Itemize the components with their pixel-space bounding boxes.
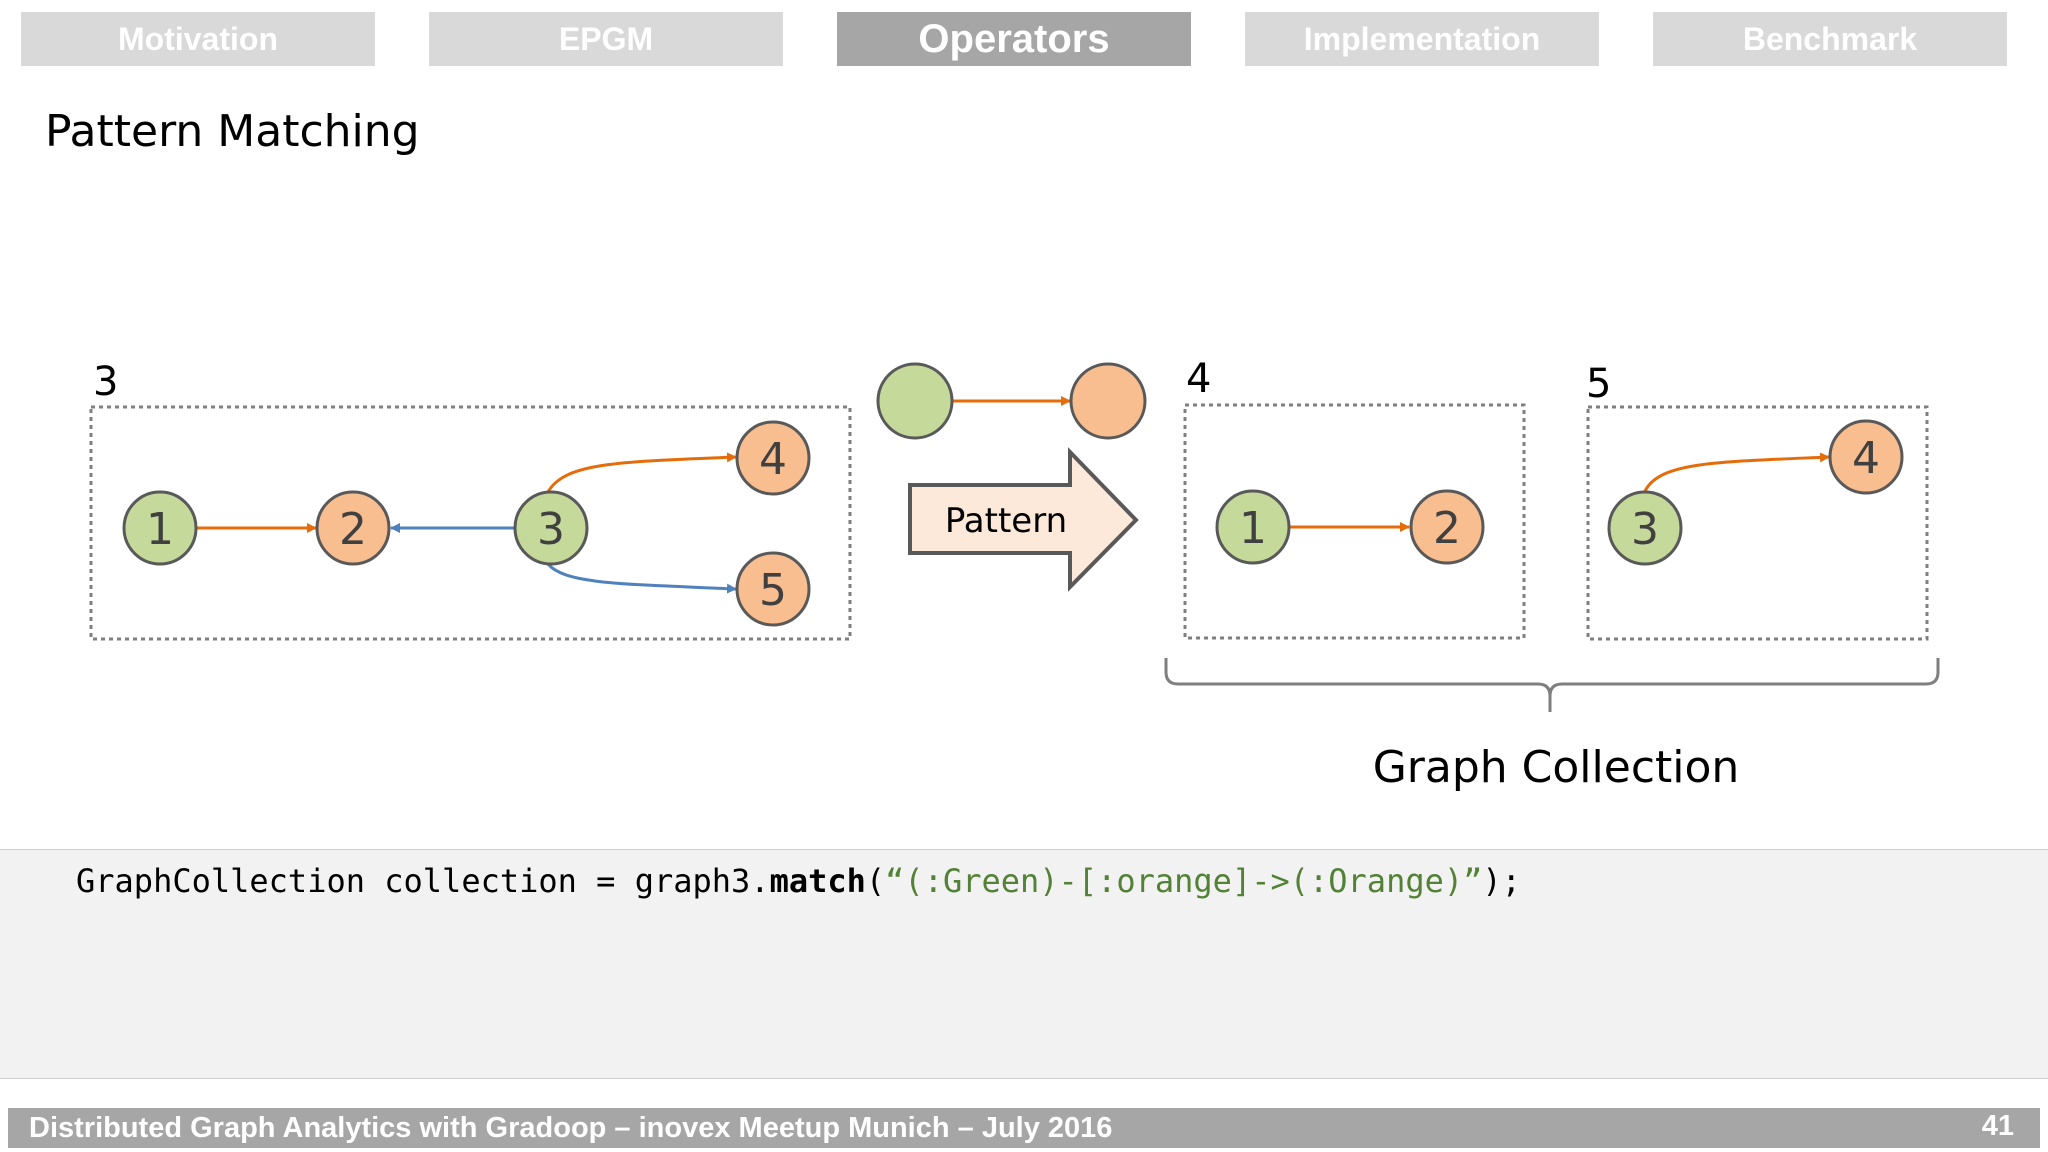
collection-label: Graph Collection bbox=[1373, 742, 1740, 793]
svg-text:3: 3 bbox=[537, 504, 565, 555]
result-5-node-4: 4 bbox=[1828, 419, 1904, 495]
input-graph-id: 3 bbox=[93, 359, 118, 405]
svg-text:1: 1 bbox=[146, 504, 174, 555]
edge-3-4 bbox=[546, 452, 737, 493]
slide-title: Pattern Matching bbox=[45, 106, 420, 157]
code-line: GraphCollection collection = graph3.matc… bbox=[76, 862, 1521, 900]
result-5-node-3: 3 bbox=[1607, 490, 1683, 566]
tab-benchmark[interactable]: Benchmark bbox=[1653, 12, 2007, 66]
page-number: 41 bbox=[1981, 1110, 2014, 1142]
code-panel: GraphCollection collection = graph3.matc… bbox=[0, 849, 2048, 1079]
code-prefix: GraphCollection collection = graph3. bbox=[76, 862, 770, 900]
pattern-arrow bbox=[908, 447, 1139, 592]
svg-text:4: 4 bbox=[759, 434, 787, 485]
svg-text:5: 5 bbox=[759, 565, 787, 616]
pattern-template bbox=[876, 362, 1147, 440]
result-5-edge bbox=[1643, 452, 1830, 492]
tab-motivation[interactable]: Motivation bbox=[21, 12, 375, 66]
pattern-green-node bbox=[876, 362, 954, 440]
code-method: match bbox=[769, 862, 866, 900]
result-4-node-2: 2 bbox=[1409, 489, 1485, 565]
tab-implementation[interactable]: Implementation bbox=[1245, 12, 1599, 66]
result-graph-4-boundary bbox=[1183, 403, 1526, 640]
node-5: 5 bbox=[735, 551, 811, 627]
footer-bar: Distributed Graph Analytics with Gradoop… bbox=[8, 1108, 2040, 1148]
svg-text:2: 2 bbox=[1433, 503, 1461, 554]
node-1: 1 bbox=[122, 490, 198, 566]
result-graph-5-id: 5 bbox=[1586, 361, 1611, 407]
tab-operators[interactable]: Operators bbox=[837, 12, 1191, 66]
svg-text:2: 2 bbox=[339, 504, 367, 555]
code-open-paren: ( bbox=[865, 862, 886, 900]
tab-epgm[interactable]: EPGM bbox=[429, 12, 783, 66]
collection-brace bbox=[1164, 658, 1940, 712]
pattern-matching-diagram: 3 1 2 3 4 5 Pattern 4 1 2 5 bbox=[89, 356, 1940, 793]
edge-3-5 bbox=[546, 562, 737, 594]
result-4-node-1: 1 bbox=[1215, 489, 1291, 565]
svg-text:3: 3 bbox=[1631, 504, 1659, 555]
pattern-arrow-label: Pattern bbox=[945, 501, 1067, 541]
result-graph-4-id: 4 bbox=[1186, 356, 1211, 402]
input-graph-boundary bbox=[89, 405, 852, 641]
node-2: 2 bbox=[315, 490, 391, 566]
node-4: 4 bbox=[735, 420, 811, 496]
svg-text:1: 1 bbox=[1239, 503, 1267, 554]
code-suffix: ); bbox=[1482, 862, 1521, 900]
result-graph-5-boundary bbox=[1586, 405, 1929, 641]
svg-text:4: 4 bbox=[1852, 433, 1880, 484]
footer-text: Distributed Graph Analytics with Gradoop… bbox=[29, 1112, 1113, 1144]
node-3: 3 bbox=[513, 490, 589, 566]
pattern-orange-node bbox=[1069, 362, 1147, 440]
section-navigation: Motivation EPGM Operators Implementation… bbox=[0, 12, 2048, 66]
code-pattern-string: “(:Green)-[:orange]->(:Orange)” bbox=[885, 862, 1483, 900]
